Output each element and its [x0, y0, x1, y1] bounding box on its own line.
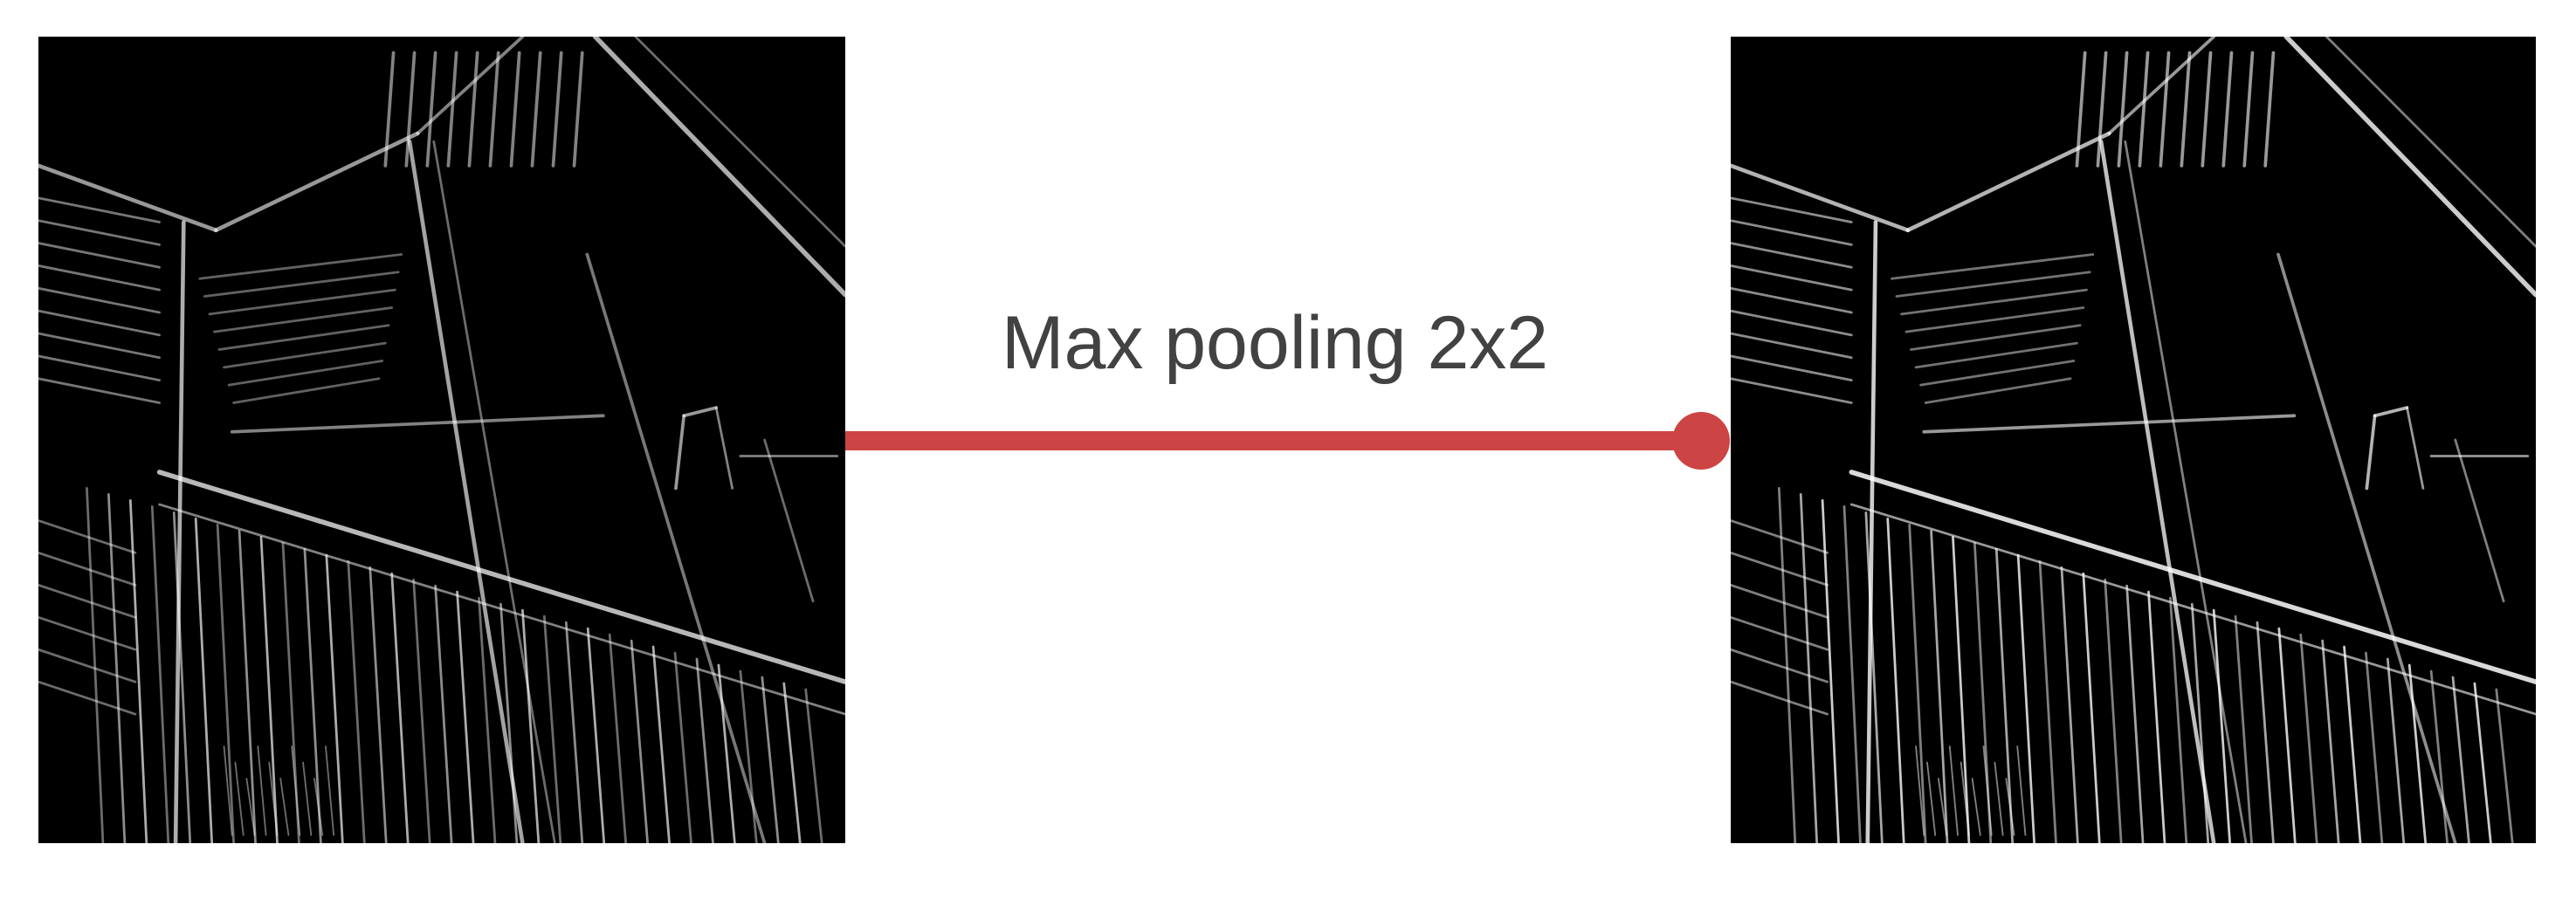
- pooled-edge-map-drawing: [1731, 37, 2536, 843]
- pooled-feature-map-image: [1731, 37, 2536, 843]
- connector-arrow: [845, 412, 1730, 470]
- operation-label: Max pooling 2x2: [1001, 301, 1549, 385]
- connector-dot: [1672, 412, 1730, 470]
- input-edge-map-drawing: [38, 37, 845, 843]
- input-feature-map-image: [38, 37, 845, 843]
